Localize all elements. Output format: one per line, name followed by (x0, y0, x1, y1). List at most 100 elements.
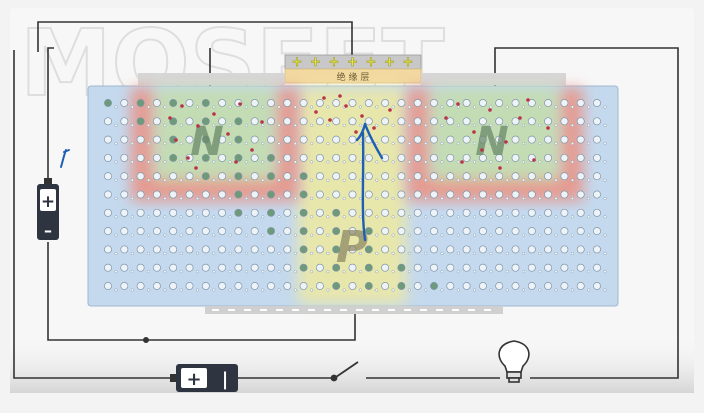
lattice-hole (261, 216, 264, 219)
lattice-hole (327, 124, 330, 127)
electron (354, 130, 358, 134)
body-minus-charge (292, 309, 299, 311)
lattice-hole (506, 234, 509, 237)
lattice-atom (153, 99, 160, 106)
lattice-atom (316, 228, 323, 235)
lattice-hole (522, 142, 525, 145)
lattice-atom (267, 136, 274, 143)
lattice-atom (430, 99, 437, 106)
lattice-hole (408, 270, 411, 273)
lattice-hole (522, 234, 525, 237)
lattice-hole (261, 106, 264, 109)
lattice-atom (463, 154, 470, 161)
lattice-hole (424, 124, 427, 127)
lattice-hole (587, 289, 590, 292)
lattice-hole (164, 142, 167, 145)
lattice-hole (587, 234, 590, 237)
lattice-atom (121, 191, 128, 198)
lattice-hole (147, 270, 150, 273)
lattice-hole (522, 197, 525, 200)
lattice-atom (545, 282, 552, 289)
lattice-atom (430, 282, 437, 289)
lattice-atom (153, 191, 160, 198)
lattice-atom (121, 264, 128, 271)
lattice-hole (115, 234, 118, 237)
lattice-atom (333, 154, 340, 161)
lattice-hole (131, 197, 134, 200)
lattice-hole (131, 161, 134, 164)
body-minus-charge (484, 309, 491, 311)
lattice-atom (414, 118, 421, 125)
lattice-atom (447, 154, 454, 161)
lattice-hole (294, 197, 297, 200)
lattice-hole (196, 234, 199, 237)
lattice-hole (310, 234, 313, 237)
lattice-hole (164, 289, 167, 292)
electron (388, 108, 392, 112)
lattice-atom (251, 154, 258, 161)
lattice-hole (213, 216, 216, 219)
body-minus-charge (212, 309, 219, 311)
lattice-atom (235, 173, 242, 180)
lattice-atom (577, 246, 584, 253)
electron (260, 120, 264, 124)
lattice-hole (441, 106, 444, 109)
lattice-hole (164, 216, 167, 219)
lattice-hole (180, 142, 183, 145)
lattice-atom (577, 264, 584, 271)
lattice-hole (343, 124, 346, 127)
lattice-hole (131, 142, 134, 145)
lattice-hole (424, 270, 427, 273)
lattice-hole (441, 289, 444, 292)
drain-contact (421, 73, 566, 85)
lattice-atom (104, 191, 111, 198)
lattice-hole (555, 197, 558, 200)
lattice-hole (571, 142, 574, 145)
lattice-atom (170, 264, 177, 271)
lattice-hole (376, 161, 379, 164)
lattice-hole (115, 161, 118, 164)
lattice-hole (473, 252, 476, 255)
lattice-hole (310, 161, 313, 164)
lattice-hole (213, 106, 216, 109)
lattice-atom (300, 264, 307, 271)
lattice-atom (577, 154, 584, 161)
lattice-atom (333, 191, 340, 198)
lattice-hole (441, 216, 444, 219)
lattice-atom (593, 118, 600, 125)
lattice-hole (539, 216, 542, 219)
gate-plus-charge: + (366, 55, 377, 70)
lattice-hole (376, 289, 379, 292)
lattice-atom (593, 228, 600, 235)
lattice-hole (408, 234, 411, 237)
electron (456, 102, 460, 106)
electron (360, 114, 364, 118)
lattice-hole (164, 124, 167, 127)
lattice-hole (213, 234, 216, 237)
lattice-atom (398, 136, 405, 143)
lattice-hole (522, 289, 525, 292)
lattice-hole (294, 106, 297, 109)
body-minus-charge (260, 309, 267, 311)
lattice-hole (555, 216, 558, 219)
lattice-hole (441, 234, 444, 237)
lattice-atom (577, 191, 584, 198)
lattice-hole (539, 124, 542, 127)
lattice-hole (571, 179, 574, 182)
lattice-hole (571, 289, 574, 292)
lattice-atom (561, 191, 568, 198)
body-minus-charge (228, 309, 235, 311)
lattice-hole (587, 124, 590, 127)
lattice-hole (245, 216, 248, 219)
lattice-hole (587, 270, 590, 273)
lattice-hole (164, 106, 167, 109)
lattice-atom (300, 282, 307, 289)
lattice-atom (447, 246, 454, 253)
lattice-hole (424, 289, 427, 292)
lattice-atom (153, 209, 160, 216)
lattice-hole (587, 252, 590, 255)
electron (322, 96, 326, 100)
lattice-atom (593, 154, 600, 161)
lattice-atom (382, 99, 389, 106)
electron (546, 126, 550, 130)
